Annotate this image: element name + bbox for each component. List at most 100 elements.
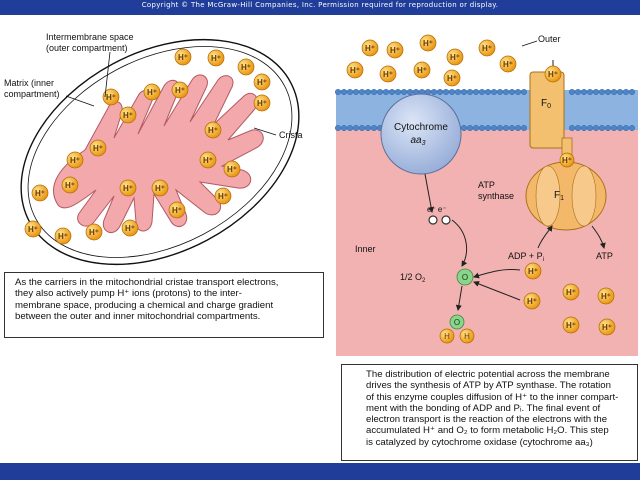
caption-left-line: membrane space, producing a chemical and… bbox=[15, 299, 274, 311]
phospholipid-head bbox=[479, 124, 486, 131]
copyright-notice: Copyright © The McGraw-Hill Companies, I… bbox=[141, 1, 499, 9]
h-plus-ion-label: H⁺ bbox=[208, 126, 218, 135]
h-plus-ion: H⁺ bbox=[89, 139, 107, 157]
phospholipid-head bbox=[611, 88, 618, 95]
h-plus-ion-label: H⁺ bbox=[423, 39, 433, 48]
atp-synthase-label-2: synthase bbox=[478, 191, 514, 201]
phospholipid-head bbox=[431, 88, 438, 95]
phospholipid-head bbox=[491, 124, 498, 131]
phospholipid-head bbox=[497, 124, 504, 131]
h-plus-ion: H⁺ bbox=[174, 48, 192, 66]
h-plus-ion: H⁺ bbox=[119, 179, 137, 197]
phospholipid-head bbox=[401, 88, 408, 95]
h-plus-ion-label: H⁺ bbox=[89, 228, 99, 237]
h-plus-ion-label: H⁺ bbox=[218, 192, 228, 201]
h-plus-ion-label: H⁺ bbox=[562, 156, 572, 165]
h-plus-ion-label: H⁺ bbox=[365, 44, 375, 53]
phospholipid-head bbox=[623, 88, 630, 95]
h-plus-ion: H⁺ bbox=[562, 283, 580, 301]
phospholipid-head bbox=[455, 88, 462, 95]
membrane-detail-panel: Outer Inner F0 F1 ATP synthase Cytochrom… bbox=[335, 34, 638, 356]
h-plus-ion: H⁺ bbox=[119, 106, 137, 124]
atp-label: ATP bbox=[596, 251, 613, 261]
top-banner bbox=[0, 0, 640, 15]
cytochrome-to-electrons-arrow bbox=[424, 173, 435, 213]
phospholipid-head bbox=[629, 88, 636, 95]
h-plus-ion-label: H⁺ bbox=[175, 86, 185, 95]
h-plus-ion: H⁺ bbox=[168, 201, 186, 219]
phospholipid-head bbox=[503, 88, 510, 95]
oxygen-label: O bbox=[462, 273, 468, 282]
h-plus-ion-label: H⁺ bbox=[125, 224, 135, 233]
atp-synthase: F0 F1 bbox=[525, 71, 607, 231]
phospholipid-head bbox=[587, 88, 594, 95]
h-plus-ion: H⁺ bbox=[523, 292, 541, 310]
h-plus-ion: H⁺ bbox=[499, 55, 517, 73]
h-plus-ion-label: H⁺ bbox=[178, 53, 188, 62]
intermembrane-leader bbox=[104, 51, 111, 98]
mitochondrion: H⁺ H⁺ H⁺ H⁺ H⁺ H⁺ H⁺ H⁺ H⁺ H⁺ H⁺ H⁺ H⁺ H… bbox=[4, 32, 303, 266]
phospholipid-head bbox=[623, 124, 630, 131]
h-plus-ion: H⁺ bbox=[413, 61, 431, 79]
phospholipid-head bbox=[371, 124, 378, 131]
h-plus-ion: H⁺ bbox=[559, 152, 575, 168]
h-plus-ion: H⁺ bbox=[361, 39, 379, 57]
matrix-label-2: compartment) bbox=[4, 89, 60, 99]
f0-subunit bbox=[529, 71, 565, 149]
caption-right-line: accumulated H⁺ and O₂ to form metabolic … bbox=[366, 425, 609, 437]
phospholipid-head bbox=[515, 124, 522, 131]
phospholipid-head bbox=[581, 88, 588, 95]
h-plus-ion-label: H⁺ bbox=[203, 156, 213, 165]
cytochrome-label-1: Cytochrome bbox=[394, 122, 448, 133]
h-plus-ion: H⁺ bbox=[598, 318, 616, 336]
phospholipid-head bbox=[395, 88, 402, 95]
phospholipid-head bbox=[515, 88, 522, 95]
phospholipid-head bbox=[617, 88, 624, 95]
h-plus-ion: H⁺ bbox=[171, 81, 189, 99]
h-plus-ion: H⁺ bbox=[223, 160, 241, 178]
phospholipid-head bbox=[593, 88, 600, 95]
h-plus-ion-label: H⁺ bbox=[65, 181, 75, 190]
phospholipid-head bbox=[341, 124, 348, 131]
h-plus-ion: H⁺ bbox=[199, 151, 217, 169]
o2-to-water-arrow bbox=[455, 285, 463, 311]
phospholipid-head bbox=[461, 124, 468, 131]
h-plus-ion: H⁺ bbox=[31, 184, 49, 202]
matrix-leader bbox=[65, 95, 95, 107]
caption-left-line: they also actively pump H⁺ ions (protons… bbox=[15, 288, 242, 300]
phospholipid-head bbox=[485, 88, 492, 95]
adp-pi-label: ADP + Pi bbox=[508, 251, 544, 263]
phospholipid-head bbox=[341, 88, 348, 95]
water-o-label: O bbox=[454, 318, 460, 327]
f0-label: F0 bbox=[541, 98, 551, 110]
caption-right-line: is catalyzed by cytochrome oxidase (cyto… bbox=[366, 436, 593, 448]
right-h-ions: H⁺ H⁺ H⁺ H⁺ H⁺ H⁺ H⁺ H⁺ H⁺ H⁺ H⁺ H⁺ H⁺ H… bbox=[346, 34, 616, 336]
h-plus-ion-label: H⁺ bbox=[241, 63, 251, 72]
h-plus-ion-label: H⁺ bbox=[155, 184, 165, 193]
caption-right-line: of this enzyme couples diffusion of H⁺ t… bbox=[366, 391, 619, 403]
phospholipid-head bbox=[365, 124, 372, 131]
h-plus-ion: H⁺ bbox=[253, 94, 271, 112]
water-h-label: H bbox=[444, 332, 450, 341]
oxygen-atom: O bbox=[456, 268, 474, 286]
h-plus-ion: H⁺ bbox=[379, 65, 397, 83]
half-o2-label: 1/2 O2 bbox=[400, 272, 426, 284]
phospholipid-head bbox=[503, 124, 510, 131]
phospholipid-head bbox=[347, 88, 354, 95]
phospholipid-head bbox=[611, 124, 618, 131]
phospholipid-head bbox=[407, 88, 414, 95]
h-plus-ion-label: H⁺ bbox=[257, 99, 267, 108]
phospholipid-head bbox=[365, 88, 372, 95]
h-plus-ion: H⁺ bbox=[346, 61, 364, 79]
phospholipid-heads bbox=[335, 88, 636, 131]
electron bbox=[428, 215, 438, 225]
h-plus-ion: H⁺ bbox=[478, 39, 496, 57]
intermembrane-space-ring bbox=[27, 46, 293, 258]
h-plus-ion: H⁺ bbox=[54, 227, 72, 245]
intermembrane-label-1: Intermembrane space bbox=[46, 32, 134, 42]
h-plus-ion-label: H⁺ bbox=[211, 54, 221, 63]
mitochondria-diagram: H⁺ H⁺ H⁺ H⁺ H⁺ H⁺ H⁺ H⁺ H⁺ H⁺ H⁺ H⁺ H⁺ H… bbox=[4, 32, 638, 356]
h-plus-ion: H⁺ bbox=[237, 58, 255, 76]
phospholipid-head bbox=[347, 124, 354, 131]
phospholipid-head bbox=[461, 88, 468, 95]
